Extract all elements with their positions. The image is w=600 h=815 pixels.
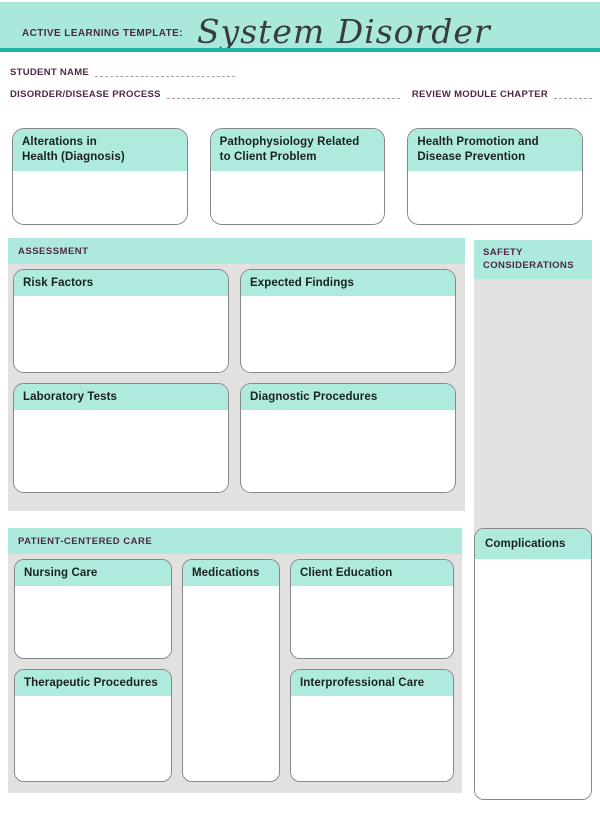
disorder-process-label: DISORDER/DISEASE PROCESS xyxy=(10,89,161,100)
pathophysiology-input-area[interactable] xyxy=(210,171,385,224)
card-health-promotion: Health Promotion and Disease Prevention xyxy=(407,128,583,225)
card-medications: Medications xyxy=(182,559,280,782)
card-title-client-education: Client Education xyxy=(291,560,453,586)
interprofessional-care-input-area[interactable] xyxy=(291,695,453,781)
student-name-row: STUDENT NAME xyxy=(10,66,592,78)
card-title-nursing-care: Nursing Care xyxy=(15,560,171,586)
assessment-section-label: ASSESSMENT xyxy=(8,238,465,264)
card-title-risk-factors: Risk Factors xyxy=(14,270,228,296)
review-chapter-label: REVIEW MODULE CHAPTER xyxy=(411,89,548,100)
card-title-medications: Medications xyxy=(183,560,279,586)
disorder-process-input-line[interactable] xyxy=(166,88,400,99)
card-nursing-care: Nursing Care xyxy=(14,559,172,659)
diagnostic-procedures-input-area[interactable] xyxy=(241,409,455,492)
student-name-label: STUDENT NAME xyxy=(10,67,90,78)
card-title-expected-findings: Expected Findings xyxy=(241,270,455,296)
card-client-education: Client Education xyxy=(290,559,454,659)
card-interprofessional-care: Interprofessional Care xyxy=(290,669,454,782)
card-title-health-promotion: Health Promotion and Disease Prevention xyxy=(408,129,582,171)
review-chapter-input-line[interactable] xyxy=(554,88,592,99)
card-title-complications: Complications xyxy=(475,529,591,559)
expected-findings-input-area[interactable] xyxy=(241,295,455,372)
risk-factors-input-area[interactable] xyxy=(14,295,228,372)
complications-input-area[interactable] xyxy=(475,558,591,799)
banner-divider-rule xyxy=(0,48,600,52)
card-therapeutic-procedures: Therapeutic Procedures xyxy=(14,669,172,782)
banner-eyebrow-label: ACTIVE LEARNING TEMPLATE: xyxy=(22,28,183,39)
assessment-body: Risk Factors Expected Findings Laborator… xyxy=(8,264,465,493)
patient-centered-care-body: Nursing Care Medications Client Educatio… xyxy=(8,554,462,782)
student-name-input-line[interactable] xyxy=(95,66,236,77)
medications-input-area[interactable] xyxy=(183,585,279,781)
patient-centered-care-section: PATIENT-CENTERED CARE Nursing Care Medic… xyxy=(8,528,462,793)
nursing-care-input-area[interactable] xyxy=(15,585,171,658)
top-boxes-section: Alterations in Health (Diagnosis) Pathop… xyxy=(12,128,583,225)
client-education-input-area[interactable] xyxy=(291,585,453,658)
laboratory-tests-input-area[interactable] xyxy=(14,409,228,492)
card-title-pathophysiology: Pathophysiology Related to Client Proble… xyxy=(210,129,385,171)
card-title-alterations: Alterations in Health (Diagnosis) xyxy=(13,129,187,171)
card-title-laboratory-tests: Laboratory Tests xyxy=(14,384,228,410)
card-complications: Complications xyxy=(474,528,592,800)
disorder-row: DISORDER/DISEASE PROCESS REVIEW MODULE C… xyxy=(10,88,592,100)
card-title-diagnostic-procedures: Diagnostic Procedures xyxy=(241,384,455,410)
card-risk-factors: Risk Factors xyxy=(13,269,229,373)
card-alterations-in-health: Alterations in Health (Diagnosis) xyxy=(12,128,188,225)
card-diagnostic-procedures: Diagnostic Procedures xyxy=(240,383,456,493)
assessment-section: ASSESSMENT Risk Factors Expected Finding… xyxy=(8,238,465,511)
card-laboratory-tests: Laboratory Tests xyxy=(13,383,229,493)
patient-centered-care-label: PATIENT-CENTERED CARE xyxy=(8,528,462,554)
therapeutic-procedures-input-area[interactable] xyxy=(15,695,171,781)
alterations-input-area[interactable] xyxy=(13,171,187,224)
card-title-therapeutic-procedures: Therapeutic Procedures xyxy=(15,670,171,696)
card-title-interprofessional-care: Interprofessional Care xyxy=(291,670,453,696)
page-title: System Disorder xyxy=(196,11,491,51)
template-banner: ACTIVE LEARNING TEMPLATE: System Disorde… xyxy=(0,2,600,51)
card-expected-findings: Expected Findings xyxy=(240,269,456,373)
health-promotion-input-area[interactable] xyxy=(408,171,582,224)
safety-considerations-label: SAFETY CONSIDERATIONS xyxy=(474,240,592,279)
card-pathophysiology: Pathophysiology Related to Client Proble… xyxy=(209,128,386,225)
